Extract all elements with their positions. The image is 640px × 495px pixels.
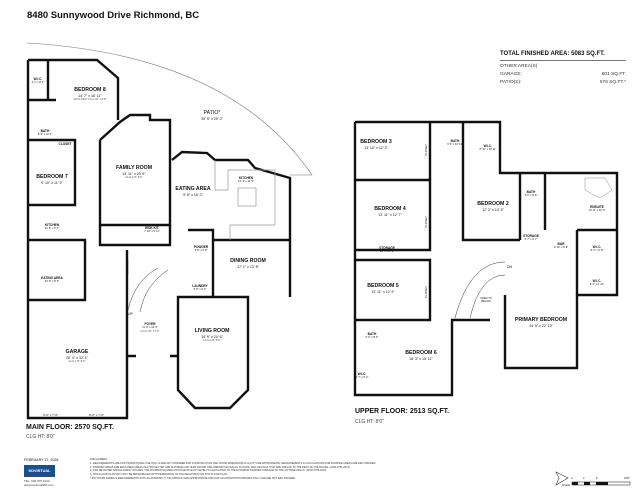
garage-door-1: 9'-0" x 7'-0" <box>43 413 59 417</box>
main-floor-label: MAIN FLOOR: 2570 SQ.FT. <box>26 424 114 431</box>
scale-bar <box>571 481 631 486</box>
upper-floor-clg: CLG HT: 8'0" <box>355 419 384 425</box>
compass-icon <box>555 471 569 486</box>
closet-label: CLOSET <box>424 215 429 229</box>
upper-stairs <box>454 261 506 319</box>
room-wok-kitchen: WOK KIT.7' 10" x 5' 11" <box>144 226 160 233</box>
room-patio: PATIO*39' 5" x 25' 0" <box>201 110 223 121</box>
stairs-down-label: DN <box>507 265 513 269</box>
ensuite-tub <box>584 177 613 199</box>
disclaimer: DISCLAIMERS: 1. MEASUREMENTS ARE FOR PRO… <box>90 458 377 480</box>
patio-outline <box>26 42 313 176</box>
main-floor-clg: CLG HT: 8'0" <box>26 434 55 440</box>
closet-label: CLOSET <box>424 143 429 157</box>
scale-tick: 10FT <box>624 477 630 480</box>
scale-tick: 5 <box>596 477 598 480</box>
main-stairs <box>127 267 169 313</box>
storage-label: STORAGE <box>125 259 130 275</box>
upper-floor-label: UPPER FLOOR: 2513 SQ.FT. <box>355 408 450 415</box>
room-wic-3: W.I.C.8' 2" x 6' 10" <box>589 279 605 286</box>
kitchen-counters <box>214 160 276 240</box>
company-logo: SOVIRTUAL <box>24 465 55 477</box>
website-link[interactable]: www.sovirtual360.com <box>24 482 54 487</box>
total-finished-area: TOTAL FINISHED AREA: 5083 SQ.FT. <box>500 51 626 61</box>
room-wic: W.I.C.6' 10" x 10' 11" <box>479 144 497 151</box>
closet-label: CLOSET <box>424 285 429 299</box>
other-areas-heading: OTHER AREA(S) <box>500 64 538 69</box>
closet-label: CLOSET <box>58 142 72 146</box>
room-wic-4: W.I.C.5' 7" x 6' 2" <box>355 372 369 379</box>
scale-tick: 0 <box>571 477 573 480</box>
area-row-patio: PATIO(S):576 SQ.FT.* <box>500 80 626 85</box>
plan-date: FEBRUARY 17, 2026 <box>24 458 59 462</box>
scale-tick: 2 <box>583 477 585 480</box>
stairs-up-label: UP <box>128 312 133 316</box>
area-row-garage: GARAGE:601 SQ.FT. <box>500 72 626 77</box>
room-wic: W.I.C.4' 1" x 8' 1" <box>31 77 45 84</box>
scale-label: SCALE <box>562 484 571 487</box>
property-address-title: 8480 Sunnywood Drive Richmond, BC <box>27 10 200 21</box>
main-floor-walls <box>26 58 292 420</box>
upper-floor-walls <box>353 120 619 397</box>
garage-door-2: 9'-0" x 7'-0" <box>89 413 105 417</box>
room-wic-2: W.I.C.8' 2" x 6' 8" <box>590 245 604 252</box>
area-summary: TOTAL FINISHED AREA: 5083 SQ.FT. OTHER A… <box>500 51 626 85</box>
